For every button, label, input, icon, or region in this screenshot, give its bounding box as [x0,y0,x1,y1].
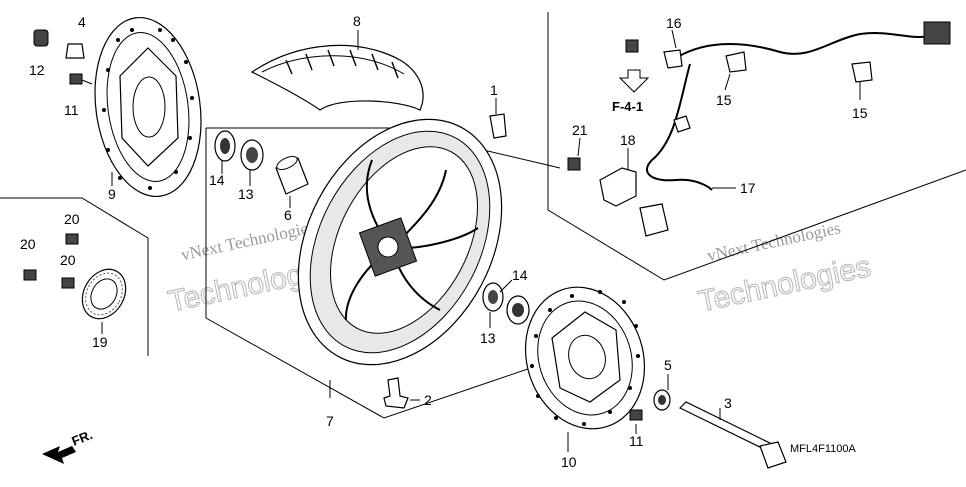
reference-label: F-4-1 [612,99,643,114]
callout-7: 7 [326,413,334,429]
pulser-ring [81,268,127,320]
callout-6: 6 [284,207,292,223]
valve-stem [383,377,409,409]
brake-disc-right [524,286,646,430]
watermark-left-line1: vNext Technologies [179,217,316,264]
callout-20-left: 20 [20,236,36,252]
callout-17: 17 [740,180,756,196]
callout-10: 10 [561,454,577,470]
axle-collar [653,389,671,411]
callout-3: 3 [724,395,732,411]
callout-11-bottom: 11 [629,433,644,449]
front-direction-indicator: FR. [42,427,95,464]
watermark-right-line1: vNext Technologies [705,218,842,265]
callout-8: 8 [353,13,361,29]
callout-13-right: 13 [480,330,496,346]
callout-20-middle: 20 [60,252,76,268]
callout-15-left: 15 [716,92,732,108]
drawing-code: MFL4F1100A [790,443,856,455]
callout-13-left: 13 [238,186,254,202]
callout-2: 2 [424,392,432,408]
callout-numbers: 1 2 3 4 5 6 7 8 9 10 11 11 12 13 13 14 1… [20,13,868,470]
front-axle [678,401,787,469]
direction-label: FR. [70,427,95,449]
callout-5: 5 [664,357,672,373]
callout-19: 19 [92,334,108,350]
wheel-speed-sensor [599,21,951,237]
callout-12: 12 [29,62,45,78]
bearing-set-right [482,282,530,325]
callout-20-top: 20 [64,211,80,227]
callout-16: 16 [666,15,682,31]
bearing-set-left [214,130,309,195]
callout-18: 18 [620,132,636,148]
tire [250,44,424,111]
wheel-rim [297,118,503,366]
callout-1: 1 [490,82,498,98]
watermark-right: vNext Technologies Technologies [695,218,874,319]
brake-disc-left [94,16,202,198]
callout-14-right: 14 [512,267,528,283]
balance-weight [489,113,507,139]
bolts [23,29,643,421]
callout-15-right: 15 [852,105,868,121]
callout-21: 21 [572,122,588,138]
callout-9: 9 [108,186,116,202]
callout-14-left: 14 [209,172,225,188]
leader-lines [101,29,861,452]
callout-4: 4 [78,14,86,30]
reference-arrow: F-4-1 [612,69,650,114]
callout-11-top: 11 [64,102,79,118]
